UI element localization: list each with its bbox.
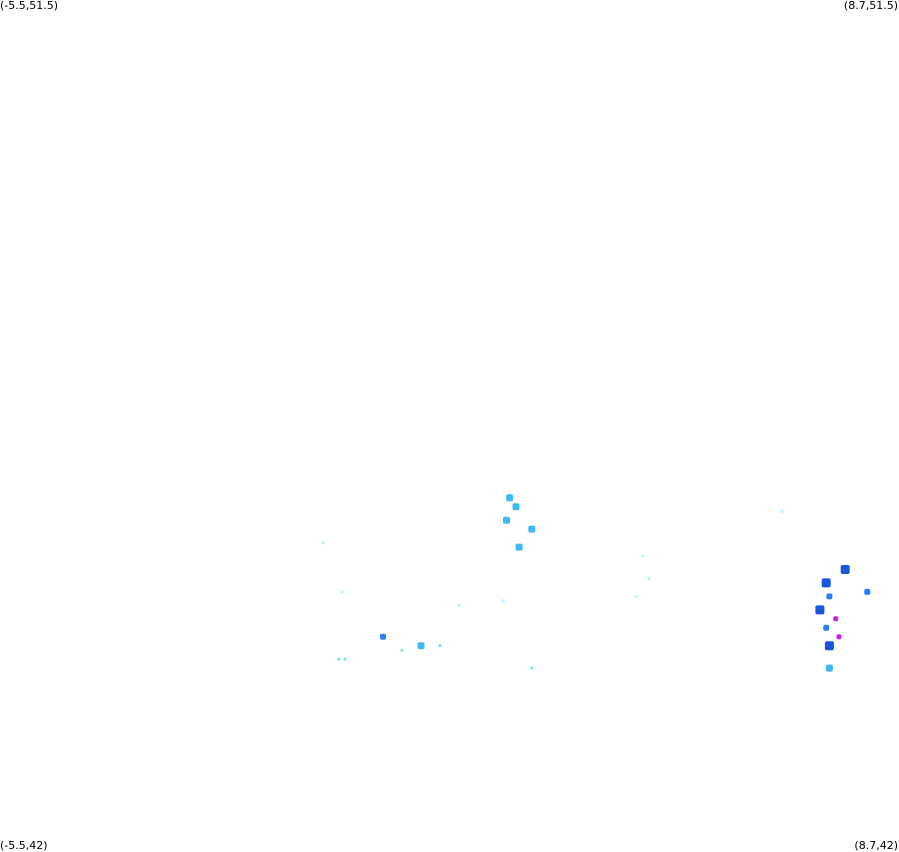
radar-echo — [815, 605, 825, 615]
radar-echo — [825, 664, 833, 672]
radar-echo — [515, 543, 523, 551]
radar-echo — [530, 666, 534, 670]
radar-echo — [840, 565, 850, 574]
radar-echo — [528, 525, 536, 533]
radar-echo — [506, 494, 514, 502]
radar-echo — [343, 657, 347, 661]
radar-echo — [826, 593, 833, 600]
radar-echo — [438, 644, 442, 648]
radar-echo — [457, 603, 461, 607]
radar-echo — [833, 616, 839, 622]
radar-echo — [503, 516, 510, 524]
radar-echo — [864, 588, 871, 595]
corner-label-top-right: (8.7,51.5) — [843, 0, 898, 12]
radar-echo — [512, 503, 520, 511]
corner-label-bottom-left: (-5.5,42) — [0, 839, 48, 852]
radar-echo — [380, 633, 386, 640]
radar-echo — [340, 590, 344, 594]
radar-echo — [824, 641, 834, 651]
radar-echo — [501, 599, 505, 603]
radar-echo — [823, 624, 830, 631]
corner-label-top-left: (-5.5,51.5) — [0, 0, 59, 12]
corner-label-bottom-right: (8.7,42) — [854, 839, 898, 852]
radar-echo — [821, 578, 831, 588]
radar-echo — [836, 634, 842, 640]
radar-echo — [337, 657, 341, 661]
radar-echo — [647, 577, 651, 580]
radar-echo — [641, 554, 645, 558]
radar-echo — [400, 648, 404, 652]
radar-echo — [780, 509, 784, 513]
radar-echo — [634, 594, 638, 598]
radar-echo — [321, 541, 325, 545]
radar-echo — [417, 642, 425, 650]
